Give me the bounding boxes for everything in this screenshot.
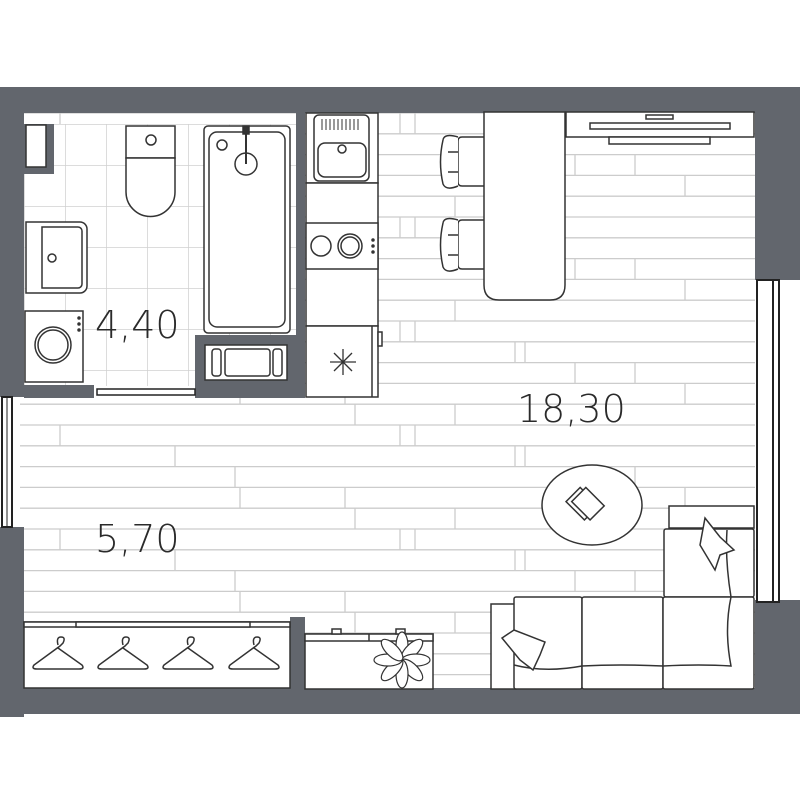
plant-icon	[373, 631, 431, 689]
area-label-hallway: 5,70	[95, 517, 180, 561]
cooktop-icon	[305, 222, 379, 270]
bathroom-door	[96, 388, 196, 396]
corner-sofa-icon	[490, 505, 755, 690]
coffee-table-icon	[541, 464, 643, 546]
bathroom-shelf	[25, 124, 47, 168]
washbasin-icon	[25, 221, 88, 294]
hanger-icon	[32, 636, 84, 670]
toilet-icon	[125, 125, 176, 218]
hanger-icon	[97, 636, 149, 670]
hanger-icon	[162, 636, 214, 670]
hangers	[32, 636, 280, 670]
bathtub-icon	[203, 125, 291, 334]
bar-table-icon	[483, 111, 566, 301]
refrigerator-icon	[305, 325, 383, 398]
window-right	[756, 279, 780, 603]
washing-machine-icon	[24, 310, 84, 383]
tv-icon	[565, 111, 755, 145]
area-label-bathroom: 4,40	[95, 303, 180, 347]
bar-chair-icon	[439, 217, 484, 272]
wardrobe-icon	[23, 621, 291, 689]
window-left	[1, 396, 13, 528]
bar-chair-icon	[439, 134, 484, 189]
plant-leaf	[380, 638, 404, 662]
kitchen-sink-icon	[305, 112, 379, 184]
area-label-living: 18,30	[517, 387, 626, 431]
bath-mat-icon	[204, 344, 288, 381]
hanger-icon	[228, 636, 280, 670]
